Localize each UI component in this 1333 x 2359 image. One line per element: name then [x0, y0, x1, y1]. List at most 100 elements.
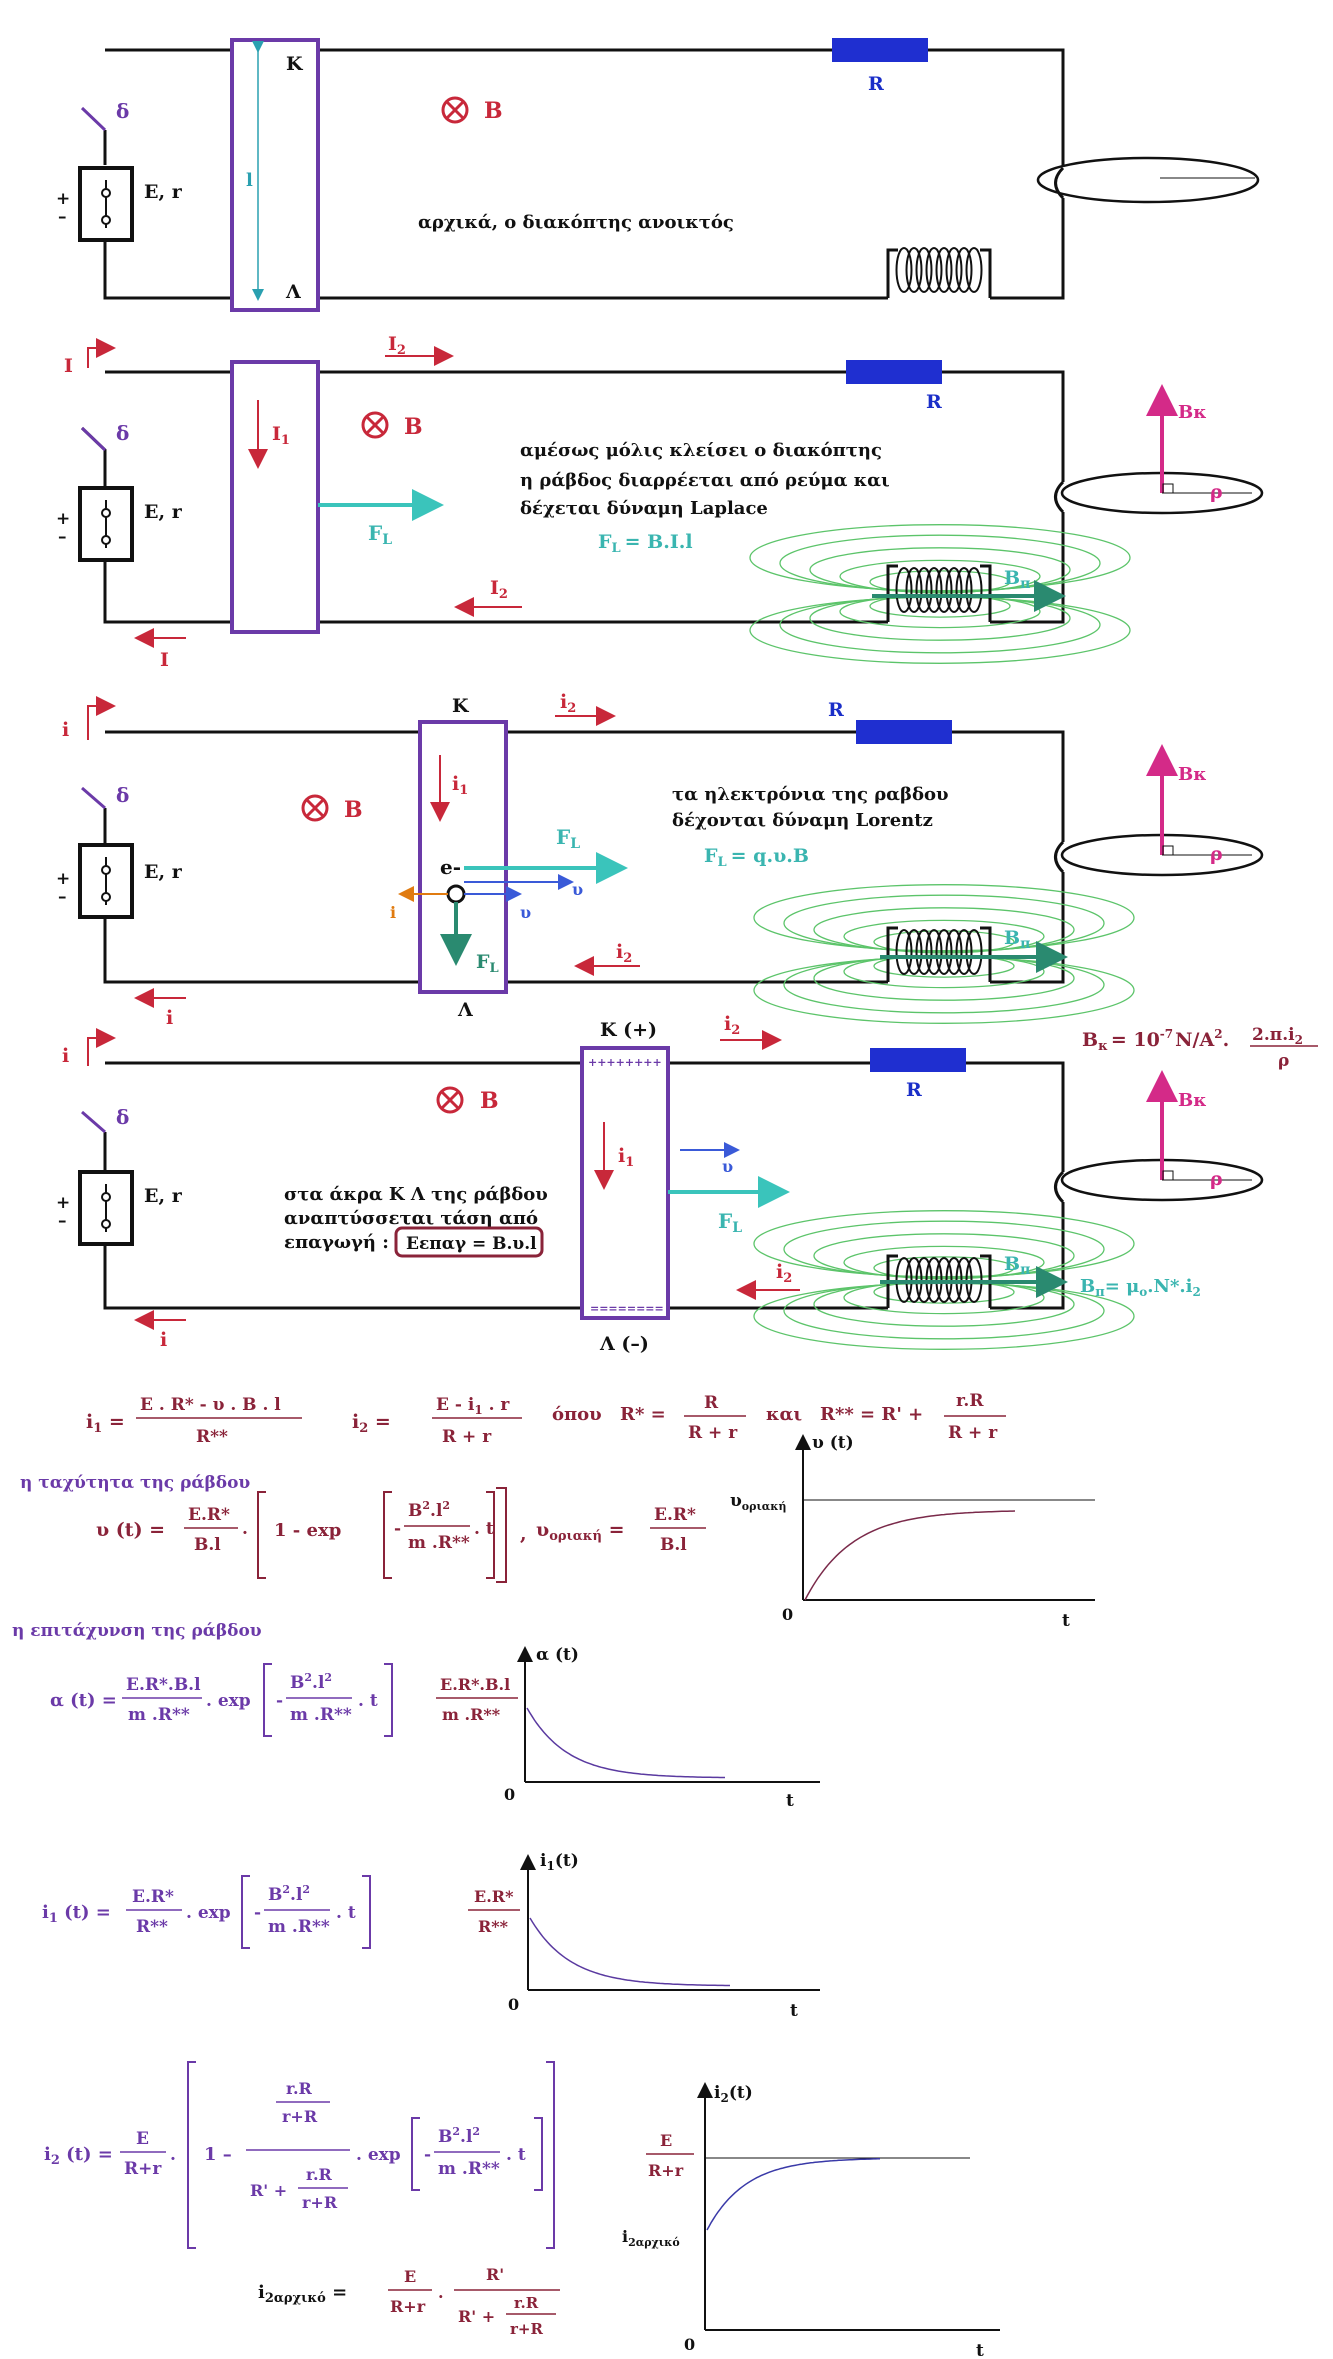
i2t-exp-num: B2.l2	[438, 2125, 480, 2147]
coil-turn	[915, 567, 933, 613]
emf-formula: Eεπαγ = B.υ.l	[406, 1234, 537, 1254]
plus-sign: +	[56, 509, 70, 529]
a-den: m .R**	[128, 1705, 190, 1725]
u-lhs: υ (t) =	[96, 1519, 165, 1541]
i1-lhs: i1 =	[86, 1411, 125, 1436]
circuit-wire	[80, 370, 1065, 624]
rstar-lhs: R* =	[620, 1404, 666, 1425]
graph-i1-title: i1(t)	[540, 1851, 579, 1873]
coil-turn	[945, 929, 963, 975]
coil-turn	[895, 567, 913, 613]
label-lambda-minus: Λ (–)	[599, 1333, 649, 1355]
text-electrons-1: τα ηλεκτρόνια της ραβδου	[672, 784, 948, 805]
graph-a-level-num: E.R*.B.l	[440, 1675, 510, 1694]
label-i-return: i	[166, 1007, 173, 1029]
graph-i2-zero: 0	[684, 2335, 695, 2354]
graph-i1: i1(t) E.R* R** 0 t	[468, 1851, 820, 2021]
field-line	[843, 954, 1045, 989]
speed-title: η ταχύτητα της ράβδου	[20, 1473, 250, 1493]
svg-text:-: -	[254, 1903, 261, 1923]
resistor	[832, 38, 928, 62]
label-delta: δ	[116, 99, 129, 123]
label-delta: δ	[116, 1105, 129, 1129]
graph-i2-level-den: R+r	[648, 2161, 684, 2180]
i2t-rr-num2: r.R	[306, 2165, 333, 2184]
emf-box	[394, 1226, 544, 1258]
electron	[446, 884, 466, 904]
i2t-dot-t: . t	[506, 2145, 526, 2165]
coil-turn	[895, 929, 913, 975]
label-bp: Bπ	[1004, 927, 1030, 952]
i2-init-lhs: i2αρχικό =	[258, 2282, 347, 2306]
minus-charges: ========	[590, 1302, 664, 1315]
label-i1: i1	[618, 1145, 634, 1170]
text-closed-1: αμέσως μόλις κλείσει ο διακόπτης	[520, 440, 882, 461]
speed-formula: η ταχύτητα της ράβδου υ (t) = E.R* B.l .…	[20, 1473, 706, 1583]
label-bp: Bπ	[1004, 567, 1030, 592]
label-electron: e-	[440, 855, 461, 879]
bk-denominator: ρ	[1278, 1051, 1289, 1071]
i2-denominator: R + r	[442, 1427, 492, 1447]
u-exp-den: m .R**	[408, 1533, 470, 1553]
i2-init-r-plus-r: r+R	[510, 2320, 543, 2338]
i2-lhs: i2 =	[352, 1411, 391, 1436]
i2-numerator: E - i1 . r	[436, 1395, 510, 1417]
svg-text:.: .	[170, 2145, 176, 2165]
i1t-lhs: i1 (t) =	[42, 1902, 111, 1926]
b-field-symbol	[436, 1086, 464, 1114]
label-u: υ	[572, 880, 583, 899]
label-u: υ	[722, 1157, 733, 1176]
label-k-plus: K (+)	[600, 1019, 657, 1041]
svg-text:-: -	[276, 1691, 283, 1711]
current-i-arrow	[87, 338, 116, 368]
a-num: E.R*.B.l	[126, 1675, 201, 1695]
a-exp-den: m .R**	[290, 1705, 352, 1725]
current-formulas: i1 = E . R* - υ . B . l R** i2 = E - i1 …	[86, 1391, 1006, 1447]
text-electrons-2: δέχονται δύναμη Lorentz	[672, 810, 933, 831]
i1t-exp-den: m .R**	[268, 1917, 330, 1937]
minus-sign: –	[58, 1211, 67, 1231]
label-i2-bottom: i2	[616, 941, 632, 966]
label-b: B	[484, 98, 503, 124]
label-r: R	[926, 391, 942, 413]
coil-turn	[915, 929, 933, 975]
i2t-exp: . exp	[356, 2145, 401, 2165]
graph-a-level-den: m .R**	[442, 1705, 501, 1724]
label-b: B	[480, 1088, 499, 1114]
text-initial: αρχικά, ο διακόπτης ανοικτός	[418, 212, 734, 233]
i2t-formula: i2 (t) = E R+r . 1 – r.R r+R R' + r.R r+…	[44, 2061, 555, 2249]
text-closed-2: η ράβδος διαρρέεται από ρεύμα και	[520, 470, 890, 491]
label-bk: Bκ	[1178, 764, 1207, 785]
graph-u-t: t	[1062, 1611, 1070, 1631]
u-exp-num: B2.l2	[408, 1499, 450, 1521]
label-i-electron: i	[390, 903, 396, 922]
u-num: E.R*	[188, 1505, 230, 1525]
label-i2-top: i2	[560, 691, 576, 716]
field-line	[783, 894, 1105, 952]
u-lim-num: E.R*	[654, 1505, 696, 1525]
label-fl: FL	[556, 825, 580, 852]
label-i-return: I	[160, 649, 169, 671]
coil-turn	[925, 567, 943, 613]
coil-turn	[965, 247, 983, 293]
coil-turn	[945, 567, 963, 613]
graph-i2-curve	[706, 2158, 880, 2231]
coil-turn	[905, 247, 923, 293]
panel-closed: Bκ ρ Bπ B I1 FL I I2 I2 I δ E, r + – R α…	[56, 333, 1264, 671]
i1-numerator: E . R* - υ . B . l	[140, 1395, 281, 1415]
label-r: R	[828, 699, 844, 721]
graph-u-level: υοριακή	[730, 1491, 786, 1513]
i1t-formula: i1 (t) = E.R* R** . exp - B2.l2 m .R** .…	[42, 1875, 371, 1949]
plus-charges: ++++++++	[588, 1056, 662, 1069]
field-line	[783, 1220, 1105, 1278]
graph-i1-curve	[529, 1917, 730, 1987]
rss-den: R + r	[948, 1423, 998, 1443]
lorentz-formula: FL= q.υ.B	[704, 845, 809, 870]
plus-sign: +	[56, 869, 70, 889]
current-i-arrow	[87, 696, 116, 740]
u-lim-den: B.l	[660, 1535, 687, 1555]
coil-turn	[915, 247, 933, 293]
a-exp: . exp	[206, 1691, 251, 1711]
i2-init-rp: R' +	[458, 2307, 495, 2326]
circuit-wire	[103, 48, 1065, 300]
